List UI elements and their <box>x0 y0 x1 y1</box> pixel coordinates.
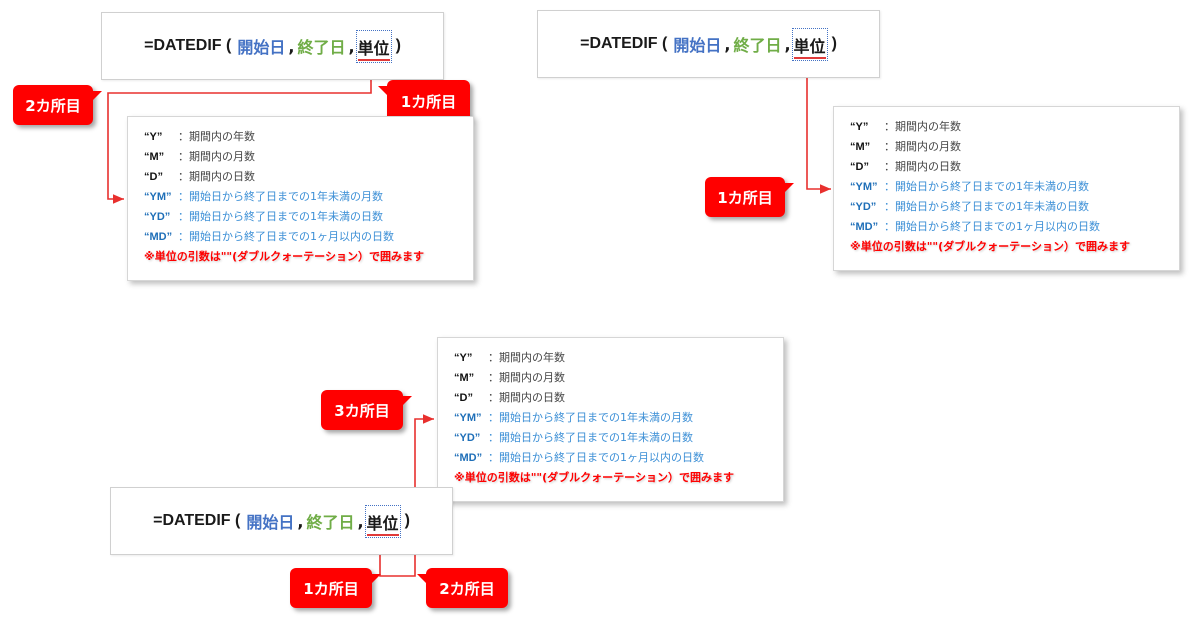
callout-1st: 1カ所目 <box>290 568 381 608</box>
unit-row-y: “Y”：期間内の年数 <box>850 120 961 133</box>
quote-note: ※単位の引数は""(ダブルクォーテーション）で囲みます <box>454 471 734 484</box>
unit-row-md: “MD”：開始日から終了日までの1ヶ月以内の日数 <box>144 230 394 243</box>
callout-1st: 1カ所目 <box>705 177 794 217</box>
formula-prefix: =DATEDIF ( <box>153 512 241 529</box>
formula-arg-start: 開始日 <box>237 38 286 57</box>
formula-arg-unit: 単位 <box>355 29 392 63</box>
formula-box-2: =DATEDIF ( 開始日 , 終了日 , 単位 ) <box>537 10 880 78</box>
formula-suffix: ) <box>395 37 401 54</box>
unit-row-m: “M”：期間内の月数 <box>850 140 961 153</box>
callout-1st: 1カ所目 <box>378 80 470 122</box>
unit-row-m: “M”：期間内の月数 <box>144 150 255 163</box>
formula-box-1: =DATEDIF ( 開始日 , 終了日 , 単位 ) <box>101 12 444 80</box>
unit-row-md: “MD”：開始日から終了日までの1ヶ月以内の日数 <box>454 451 704 464</box>
formula-arg-end: 終了日 <box>297 38 346 57</box>
formula-arg-end: 終了日 <box>306 513 355 532</box>
unit-row-ym: “YM”：開始日から終了日までの1年未満の月数 <box>144 190 383 203</box>
formula-box-3: =DATEDIF ( 開始日 , 終了日 , 単位 ) <box>110 487 453 555</box>
unit-row-d: “D”：期間内の日数 <box>454 391 565 404</box>
unit-row-md: “MD”：開始日から終了日までの1ヶ月以内の日数 <box>850 220 1100 233</box>
callout-label: 3カ所目 <box>334 401 390 420</box>
callout-label: 2カ所目 <box>25 96 81 115</box>
formula-comma: , <box>288 36 295 56</box>
unit-row-yd: “YD”：開始日から終了日までの1年未満の日数 <box>850 200 1089 213</box>
formula-arg-end: 終了日 <box>733 36 782 55</box>
units-detail-box-3: “Y”：期間内の年数 “M”：期間内の月数 “D”：期間内の日数 “YM”：開始… <box>437 337 784 502</box>
formula-comma: , <box>297 511 304 531</box>
unit-row-d: “D”：期間内の日数 <box>144 170 255 183</box>
units-detail-box-1: “Y”：期間内の年数 “M”：期間内の月数 “D”：期間内の日数 “YM”：開始… <box>127 116 474 281</box>
callout-label: 2カ所目 <box>439 579 495 598</box>
formula-comma: , <box>724 34 731 54</box>
unit-row-y: “Y”：期間内の年数 <box>144 130 255 143</box>
unit-row-yd: “YD”：開始日から終了日までの1年未満の日数 <box>454 431 693 444</box>
formula-arg-unit: 単位 <box>364 504 401 538</box>
callout-2nd: 2カ所目 <box>417 568 508 608</box>
quote-note: ※単位の引数は""(ダブルクォーテーション）で囲みます <box>850 240 1130 253</box>
callout-2nd: 2カ所目 <box>13 85 102 125</box>
formula-comma: , <box>357 511 364 531</box>
formula-arg-unit: 単位 <box>791 27 828 61</box>
callout-3rd: 3カ所目 <box>321 390 412 430</box>
formula-suffix: ) <box>404 512 410 529</box>
callout-label: 1カ所目 <box>400 92 457 111</box>
unit-row-ym: “YM”：開始日から終了日までの1年未満の月数 <box>454 411 693 424</box>
formula-suffix: ) <box>831 35 837 52</box>
callout-label: 1カ所目 <box>717 188 773 207</box>
unit-row-m: “M”：期間内の月数 <box>454 371 565 384</box>
quote-note: ※単位の引数は""(ダブルクォーテーション）で囲みます <box>144 250 424 263</box>
formula-comma: , <box>784 34 791 54</box>
formula-comma: , <box>348 36 355 56</box>
formula-arg-start: 開始日 <box>673 36 722 55</box>
formula-arg-start: 開始日 <box>246 513 295 532</box>
callout-label: 1カ所目 <box>303 579 359 598</box>
unit-row-yd: “YD”：開始日から終了日までの1年未満の日数 <box>144 210 383 223</box>
unit-row-d: “D”：期間内の日数 <box>850 160 961 173</box>
units-detail-box-2: “Y”：期間内の年数 “M”：期間内の月数 “D”：期間内の日数 “YM”：開始… <box>833 106 1180 271</box>
formula-prefix: =DATEDIF ( <box>144 37 232 54</box>
formula-prefix: =DATEDIF ( <box>580 35 668 52</box>
unit-row-y: “Y”：期間内の年数 <box>454 351 565 364</box>
unit-row-ym: “YM”：開始日から終了日までの1年未満の月数 <box>850 180 1089 193</box>
